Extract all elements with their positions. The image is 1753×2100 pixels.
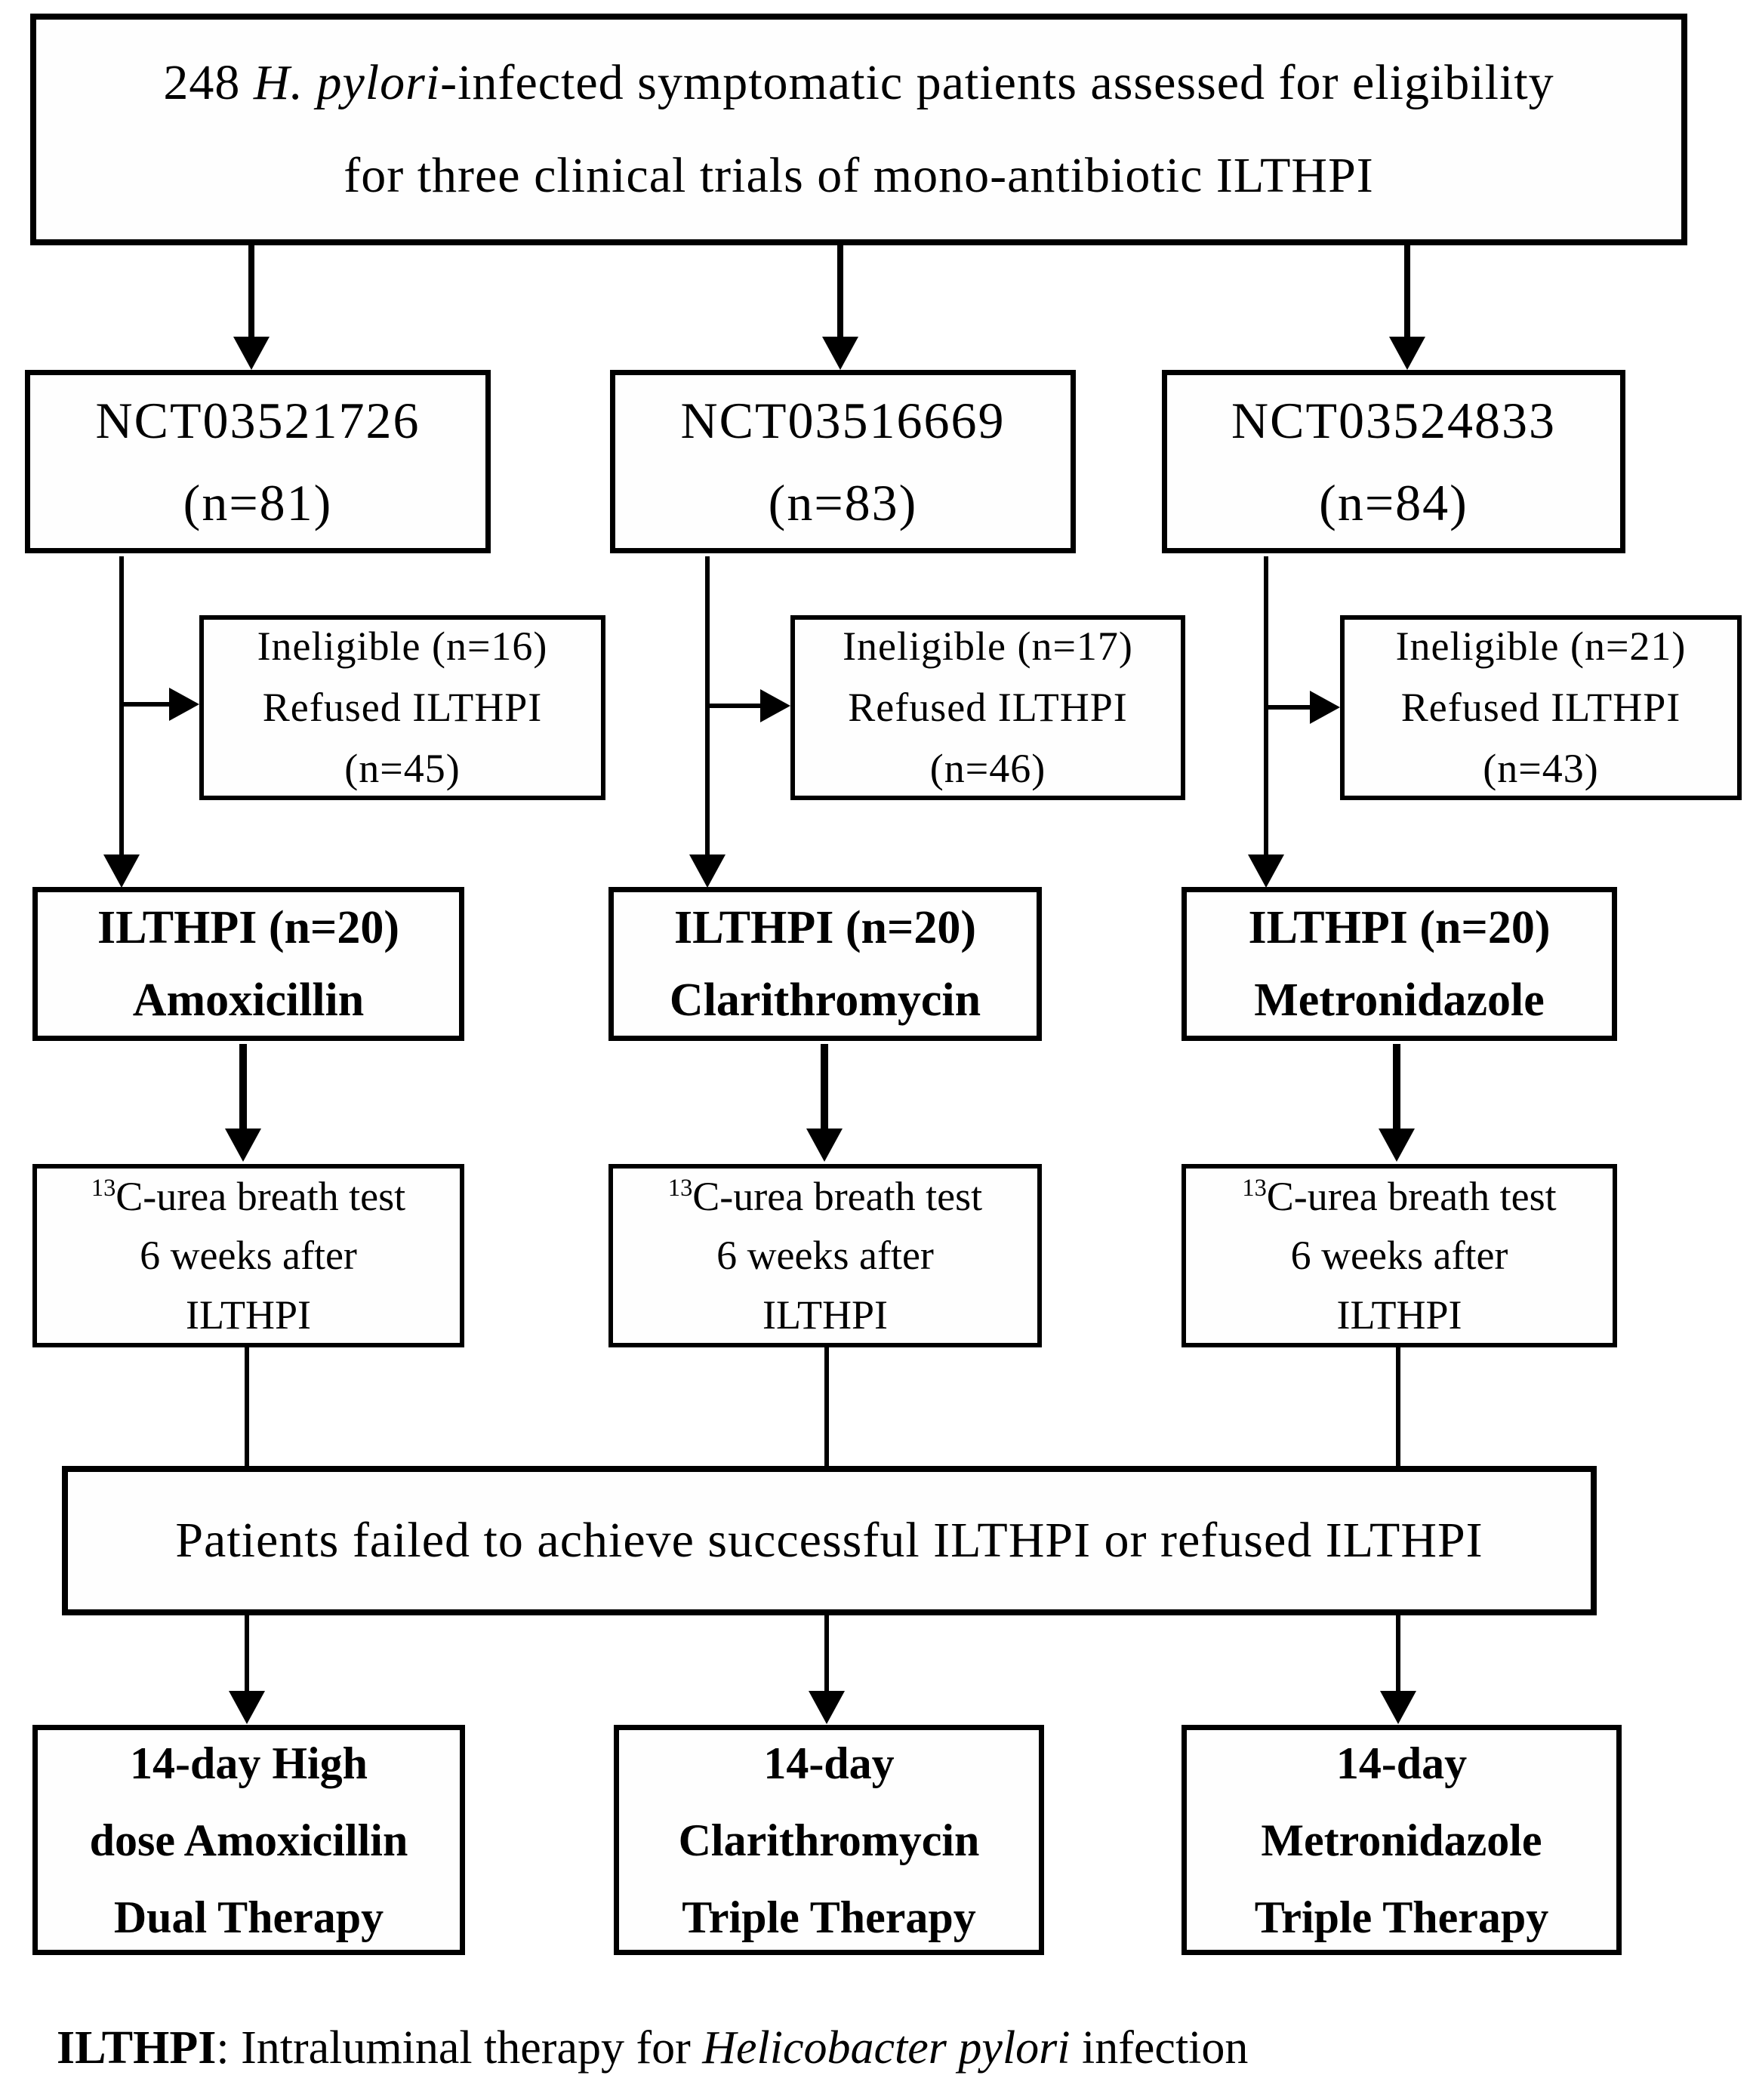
- arrow-ilthpi3-to-ubt3: [1393, 1044, 1400, 1130]
- footnote-italic: Helicobacter pylori: [702, 2022, 1071, 2074]
- node-trial-3: NCT03524833 (n=84): [1162, 370, 1625, 553]
- arrow-failed-col3: [1396, 1615, 1400, 1692]
- isotope-sup: 13: [667, 1175, 693, 1202]
- trial-2-id: NCT03516669: [680, 391, 1006, 449]
- eligibility-line2: for three clinical trials of mono-antibi…: [344, 147, 1374, 203]
- node-ilthpi-3: ILTHPI (n=20) Metronidazole: [1182, 887, 1617, 1041]
- trial-1-id: NCT03521726: [95, 391, 421, 449]
- node-ubt-2: 13C-urea breath test 6 weeks after ILTHP…: [608, 1164, 1042, 1347]
- trial-2-n: (n=83): [768, 473, 918, 531]
- line-ubt3-to-failed: [1396, 1347, 1400, 1470]
- ineligible-1-line2: Refused ILTHPI: [262, 685, 543, 730]
- arrow-ilthpi2-to-ubt2: [821, 1044, 828, 1130]
- arrowhead-ineligible-1: [169, 688, 199, 721]
- therapy-2-line3: Triple Therapy: [682, 1892, 976, 1942]
- arrow-top-col1: [248, 244, 254, 338]
- arrowhead-therapy-3: [1380, 1691, 1416, 1724]
- node-ubt-3: 13C-urea breath test 6 weeks after ILTHP…: [1182, 1164, 1617, 1347]
- ineligible-2-line1: Ineligible (n=17): [843, 624, 1133, 669]
- branch-ineligible-1: [122, 702, 170, 707]
- ubt-1-line2: 6 weeks after: [140, 1233, 357, 1279]
- ilthpi-1-drug: Amoxicillin: [132, 975, 365, 1026]
- line-ubt2-to-failed: [824, 1347, 829, 1470]
- therapy-3-line2: Metronidazole: [1261, 1815, 1542, 1865]
- node-failed: Patients failed to achieve successful IL…: [62, 1466, 1597, 1615]
- arrow-top-col2: [837, 244, 843, 338]
- ineligible-2-line2: Refused ILTHPI: [848, 685, 1128, 730]
- trial-3-id: NCT03524833: [1231, 391, 1556, 449]
- ubt-3-line3: ILTHPI: [1336, 1292, 1462, 1338]
- arrow-top-col3: [1404, 244, 1410, 338]
- ubt-2-line3: ILTHPI: [762, 1292, 888, 1338]
- arrowhead-ineligible-3: [1310, 691, 1340, 724]
- arrowhead-ubt1: [225, 1129, 261, 1162]
- node-trial-2: NCT03516669 (n=83): [610, 370, 1076, 553]
- node-ineligible-1: Ineligible (n=16) Refused ILTHPI (n=45): [199, 615, 605, 800]
- node-trial-1: NCT03521726 (n=81): [25, 370, 491, 553]
- ineligible-1-line3: (n=45): [344, 746, 461, 791]
- arrowhead-ilthpi3: [1248, 854, 1284, 888]
- trial-1-n: (n=81): [183, 473, 333, 531]
- node-therapy-3: 14-day Metronidazole Triple Therapy: [1182, 1725, 1622, 1955]
- line-ubt1-to-failed: [245, 1347, 249, 1470]
- branch-ineligible-2: [707, 704, 760, 708]
- node-ilthpi-1: ILTHPI (n=20) Amoxicillin: [32, 887, 464, 1041]
- ilthpi-1-line: ILTHPI (n=20): [97, 901, 399, 953]
- ineligible-3-line1: Ineligible (n=21): [1395, 624, 1687, 669]
- isotope-sup: 13: [1242, 1175, 1267, 1202]
- ineligible-2-line3: (n=46): [929, 746, 1046, 791]
- arrowhead-ilthpi1: [103, 854, 140, 888]
- line-trial1-to-ilthpi1: [119, 556, 124, 858]
- node-therapy-2: 14-day Clarithromycin Triple Therapy: [614, 1725, 1044, 1955]
- ubt-3-line1: 13C-urea breath test: [1242, 1174, 1557, 1220]
- arrowhead-ubt3: [1379, 1129, 1415, 1162]
- arrowhead-top-col2: [822, 337, 858, 370]
- therapy-2-line2: Clarithromycin: [678, 1815, 980, 1865]
- therapy-1-line2: dose Amoxicillin: [89, 1815, 408, 1865]
- ubt-1-line1: 13C-urea breath test: [91, 1174, 406, 1220]
- therapy-1-line3: Dual Therapy: [113, 1892, 384, 1942]
- node-eligibility: 248 H. pylori-infected symptomatic patie…: [30, 14, 1687, 245]
- italic-h-pylori: H. pylori: [253, 55, 441, 111]
- arrowhead-ubt2: [806, 1129, 843, 1162]
- arrowhead-therapy-2: [809, 1691, 845, 1724]
- node-therapy-1: 14-day High dose Amoxicillin Dual Therap…: [32, 1725, 465, 1955]
- ubt-3-line2: 6 weeks after: [1290, 1233, 1508, 1279]
- ilthpi-3-line: ILTHPI (n=20): [1248, 901, 1551, 953]
- ubt-2-line1: 13C-urea breath test: [667, 1174, 983, 1220]
- therapy-1-line1: 14-day High: [129, 1738, 368, 1788]
- ilthpi-3-drug: Metronidazole: [1254, 975, 1545, 1026]
- arrow-failed-col1: [245, 1615, 249, 1692]
- arrowhead-top-col3: [1389, 337, 1425, 370]
- ineligible-1-line1: Ineligible (n=16): [257, 624, 548, 669]
- eligibility-line1: 248 H. pylori-infected symptomatic patie…: [163, 55, 1554, 111]
- arrowhead-top-col1: [233, 337, 270, 370]
- node-ilthpi-2: ILTHPI (n=20) Clarithromycin: [608, 887, 1042, 1041]
- ilthpi-2-drug: Clarithromycin: [669, 975, 981, 1026]
- ubt-1-line3: ILTHPI: [185, 1292, 311, 1338]
- arrow-failed-col2: [824, 1615, 829, 1692]
- branch-ineligible-3: [1266, 705, 1310, 710]
- node-ubt-1: 13C-urea breath test 6 weeks after ILTHP…: [32, 1164, 464, 1347]
- ineligible-3-line2: Refused ILTHPI: [1400, 685, 1681, 730]
- therapy-3-line3: Triple Therapy: [1254, 1892, 1549, 1942]
- isotope-sup: 13: [91, 1175, 116, 1202]
- ilthpi-2-line: ILTHPI (n=20): [674, 901, 976, 953]
- footnote: ILTHPI: Intraluminal therapy for Helicob…: [57, 2022, 1249, 2074]
- arrowhead-ilthpi2: [689, 854, 726, 888]
- therapy-3-line1: 14-day: [1336, 1738, 1468, 1788]
- footnote-abbr: ILTHPI: [57, 2022, 217, 2074]
- therapy-2-line1: 14-day: [763, 1738, 895, 1788]
- failed-text: Patients failed to achieve successful IL…: [175, 1513, 1483, 1568]
- node-ineligible-3: Ineligible (n=21) Refused ILTHPI (n=43): [1340, 615, 1742, 800]
- arrowhead-therapy-1: [229, 1691, 265, 1724]
- node-ineligible-2: Ineligible (n=17) Refused ILTHPI (n=46): [790, 615, 1185, 800]
- ubt-2-line2: 6 weeks after: [716, 1233, 934, 1279]
- ineligible-3-line3: (n=43): [1483, 746, 1599, 791]
- trial-3-n: (n=84): [1319, 473, 1468, 531]
- arrow-ilthpi1-to-ubt1: [239, 1044, 247, 1130]
- arrowhead-ineligible-2: [760, 689, 790, 722]
